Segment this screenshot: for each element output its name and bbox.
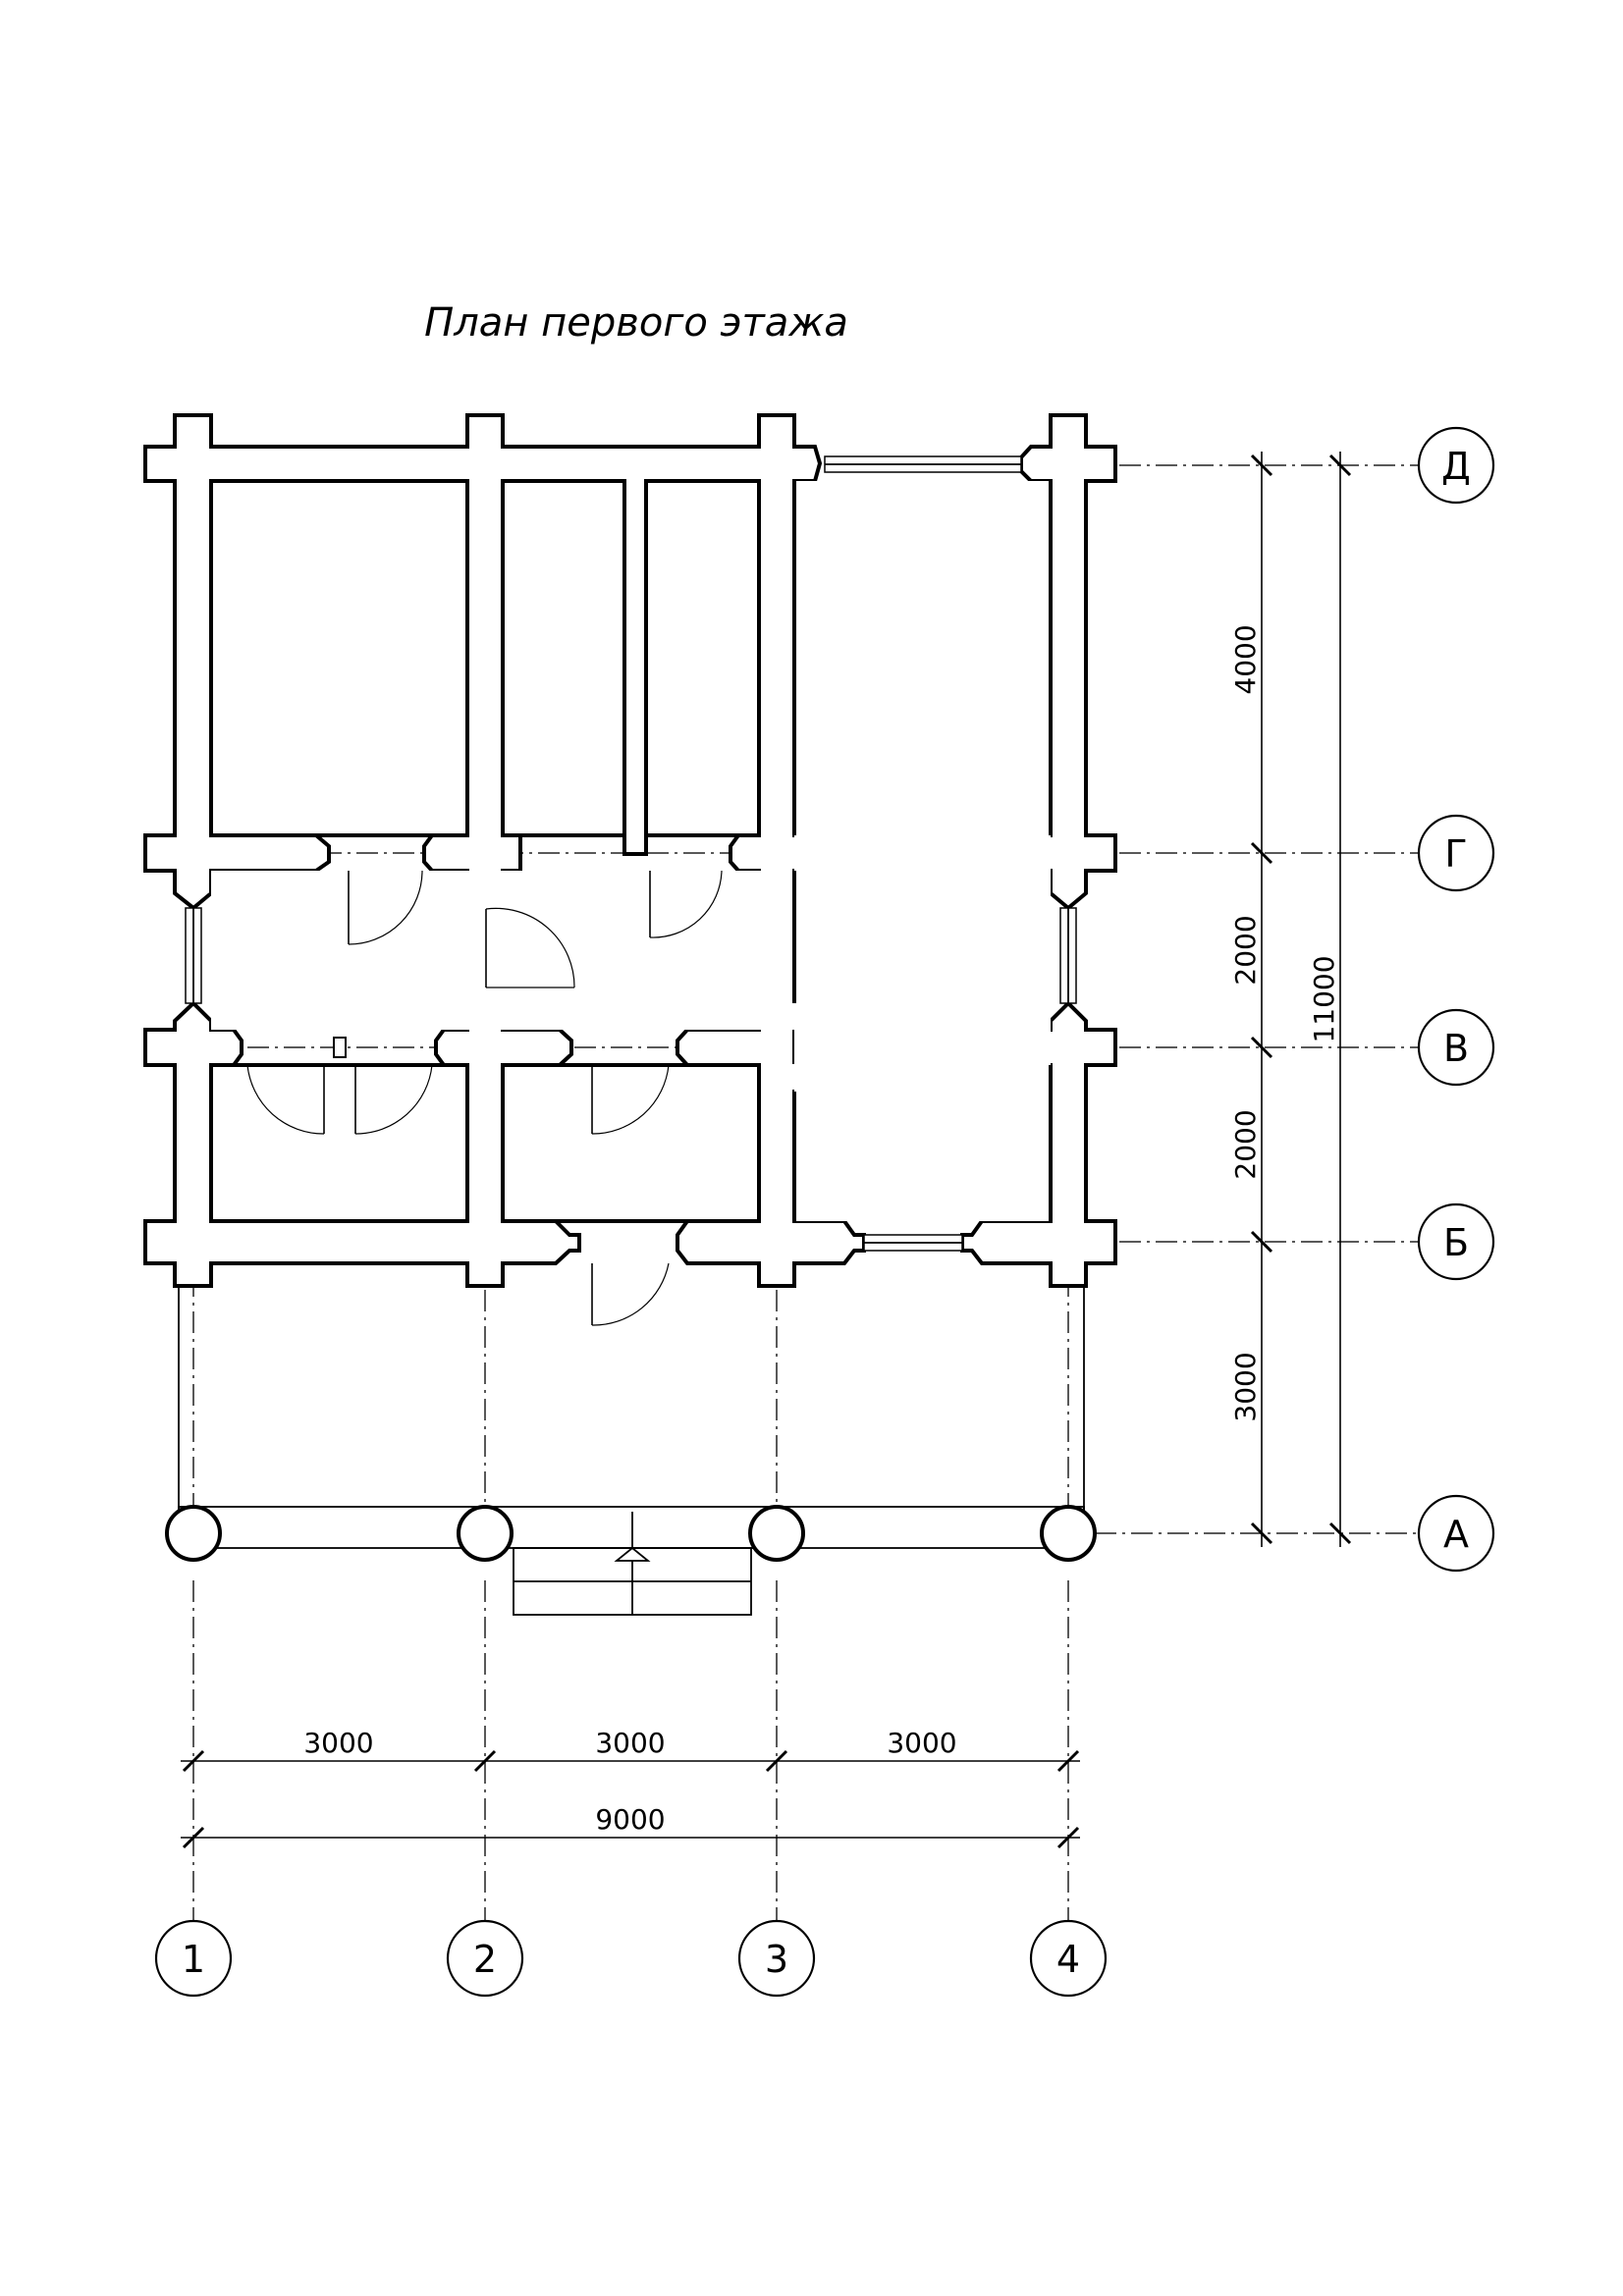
door-2-swing: [649, 870, 723, 938]
room-3: [644, 479, 761, 837]
doors: [246, 870, 723, 1326]
axis-bubble-B: [1417, 1202, 1495, 1281]
axis-bubble-A: [1417, 1494, 1495, 1573]
column-axis-markers: 1 2 3 4: [154, 1919, 1108, 1998]
axis-bubble-G: [1417, 814, 1495, 892]
axis-label-A: А: [1443, 1513, 1469, 1556]
axis-label-4: 4: [1056, 1938, 1080, 1981]
dim-span-1-2: 3000: [303, 1727, 373, 1759]
axis-bubble-4: [1029, 1919, 1108, 1998]
door-1-swing: [348, 870, 423, 945]
door-7-swing: [591, 1262, 670, 1326]
axis-bubble-V: [1417, 1008, 1495, 1087]
axis-bubble-1: [154, 1919, 233, 1998]
dim-span-A-B: 3000: [1229, 1352, 1262, 1421]
column-1: [165, 1505, 222, 1562]
door-4-swing: [246, 1064, 325, 1135]
dim-span-B-V: 2000: [1229, 1109, 1262, 1179]
axis-label-G: Г: [1444, 832, 1467, 876]
row-axis-markers: Д Г В Б А: [1417, 426, 1495, 1573]
axis-label-D: Д: [1441, 445, 1471, 488]
vertical-dimensions: 4000 2000 2000 3000 11000: [1229, 452, 1352, 1547]
axis-label-3: 3: [765, 1938, 788, 1981]
axis-label-B: Б: [1443, 1221, 1469, 1264]
room-1: [209, 479, 469, 837]
room-5: [501, 1063, 761, 1223]
room-2: [501, 479, 626, 837]
living-room: [794, 481, 1051, 1221]
dim-total-horizontal: 9000: [595, 1803, 665, 1836]
axis-bubble-3: [737, 1919, 816, 1998]
axis-label-1: 1: [182, 1938, 205, 1981]
dim-span-V-G: 2000: [1229, 915, 1262, 985]
column-2: [457, 1505, 514, 1562]
dim-total-vertical: 11000: [1308, 955, 1340, 1042]
windows: [185, 455, 1077, 1252]
terrace: [165, 1286, 1097, 1616]
room-4: [209, 1063, 469, 1223]
walls: [143, 413, 1117, 1288]
door-5-swing: [354, 1064, 433, 1135]
column-3: [748, 1505, 805, 1562]
drawing-title: План первого этажа: [424, 300, 848, 346]
dim-span-G-D: 4000: [1229, 624, 1262, 694]
door-3-swing: [485, 907, 575, 988]
entrance-arrow-icon: [614, 1546, 651, 1562]
door-6-swing: [591, 1064, 670, 1135]
column-4: [1040, 1505, 1097, 1562]
dim-span-3-4: 3000: [887, 1727, 956, 1759]
axis-label-V: В: [1443, 1027, 1469, 1070]
axis-label-2: 2: [473, 1938, 497, 1981]
dim-span-2-3: 3000: [595, 1727, 665, 1759]
horizontal-dimensions: 3000 3000 3000 9000: [181, 1727, 1080, 1849]
terrace-edge: [178, 1506, 1085, 1549]
axis-bubble-D: [1417, 426, 1495, 505]
axis-bubble-2: [446, 1919, 524, 1998]
